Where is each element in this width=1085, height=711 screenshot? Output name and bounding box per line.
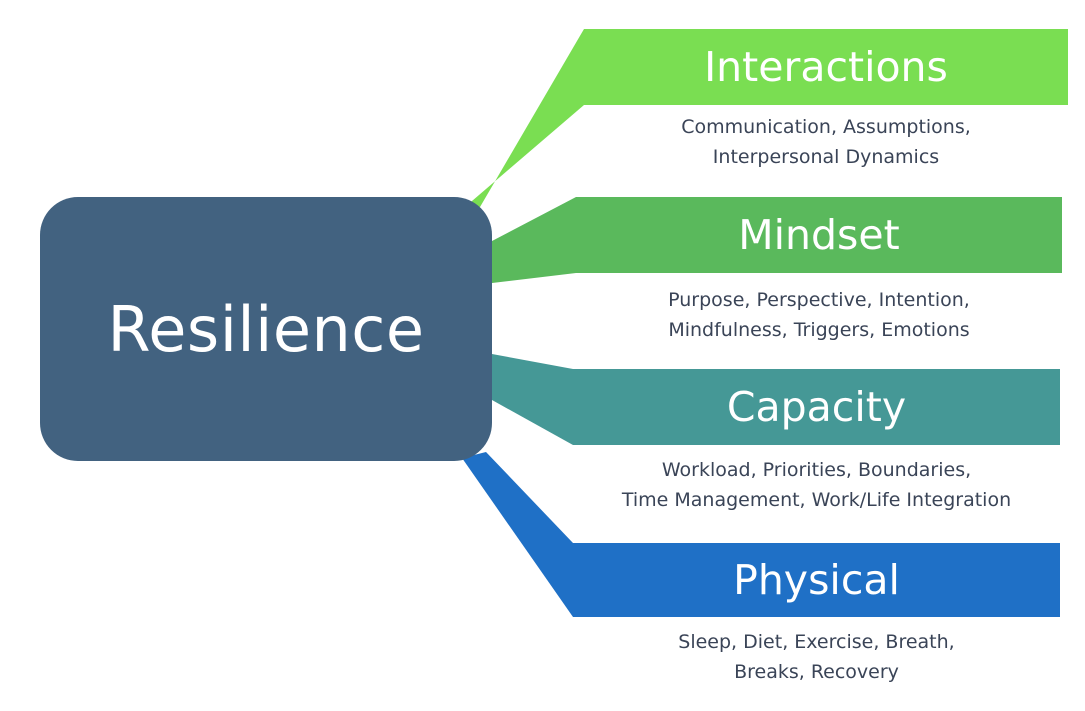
description-line: Interpersonal Dynamics (712, 146, 940, 168)
description-line: Mindfulness, Triggers, Emotions (668, 319, 970, 341)
branch-mindset-description: Purpose, Perspective, Intention, Mindful… (576, 285, 1062, 345)
description-line: Purpose, Perspective, Intention, (668, 289, 970, 311)
branch-capacity-description: Workload, Priorities, Boundaries, Time M… (573, 455, 1060, 515)
connector-interactions (465, 29, 584, 207)
branch-physical-description: Sleep, Diet, Exercise, Breath, Breaks, R… (573, 627, 1060, 687)
description-line: Breaks, Recovery (734, 661, 899, 683)
description-line: Sleep, Diet, Exercise, Breath, (678, 631, 955, 653)
resilience-node: Resilience (40, 197, 492, 461)
branch-capacity-title: Capacity (726, 383, 907, 431)
branch-capacity-header: Capacity (573, 369, 1060, 445)
resilience-title: Resilience (107, 292, 425, 366)
connector-mindset (492, 197, 576, 283)
description-line: Workload, Priorities, Boundaries, (661, 459, 972, 481)
connector-capacity (492, 354, 573, 445)
branch-mindset-header: Mindset (576, 197, 1062, 273)
description-line: Time Management, Work/Life Integration (621, 489, 1012, 511)
branch-mindset-title: Mindset (738, 211, 900, 259)
branch-interactions-title: Interactions (704, 43, 948, 91)
connector-physical (462, 452, 573, 617)
branch-interactions-header: Interactions (584, 29, 1068, 105)
branch-physical-title: Physical (733, 556, 900, 604)
branch-physical-header: Physical (573, 543, 1060, 617)
description-line: Communication, Assumptions, (681, 116, 971, 138)
branch-interactions-description: Communication, Assumptions, Interpersona… (586, 112, 1066, 172)
